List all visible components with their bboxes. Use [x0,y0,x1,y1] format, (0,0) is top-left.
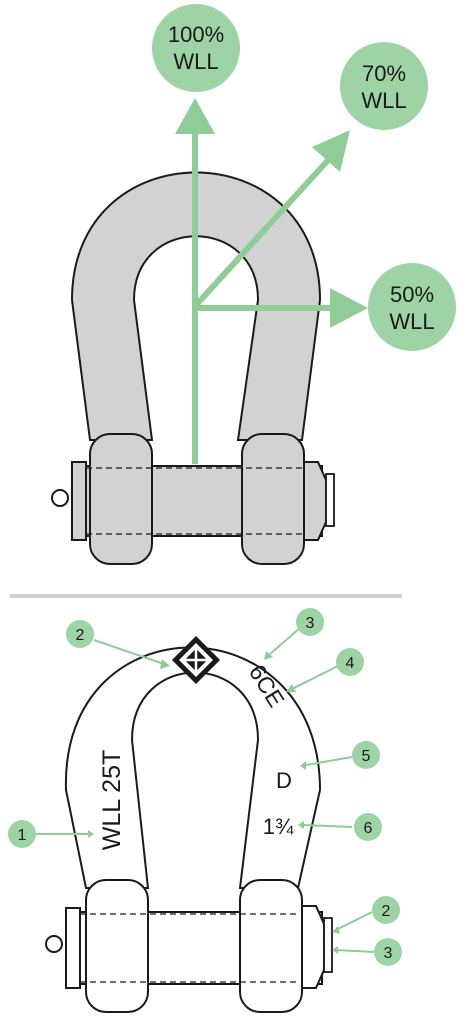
bottom-shackle-pin-head [65,907,81,989]
marking-size: 1¾ [263,814,294,839]
svg-text:3: 3 [384,945,393,962]
bottom-shackle-right-eye [239,879,303,1013]
svg-text:3: 3 [306,615,315,632]
wll-bubble-70: 70% WLL [340,42,428,130]
callout-3: 3 [296,608,324,636]
callout-3-nut: 3 [374,938,402,966]
bottom-shackle-cotter-pin [323,917,333,973]
bottom-shackle-nut [301,905,325,989]
top-shackle-nut [303,461,327,541]
load-arrows [175,98,368,464]
top-shackle-pin-head [71,461,87,541]
marking-wll: WLL 25T [98,750,126,851]
callout-2: 2 [66,620,94,648]
wll-70-percent: 70% [362,61,406,86]
svg-text:1: 1 [18,827,27,844]
top-shackle [51,171,335,565]
wll-100-label: WLL [173,49,218,74]
svg-text:2: 2 [76,627,85,644]
bottom-shackle-bow [64,646,322,889]
callout-leaders [36,627,375,953]
top-shackle-right-eye [241,433,305,565]
wll-50-percent: 50% [390,282,434,307]
top-shackle-left-eye [89,433,153,565]
manufacturer-logo-icon [171,635,221,685]
bottom-shackle-lug-ring [45,935,63,953]
wll-bubble-100: 100% WLL [152,4,240,92]
callout-6: 6 [354,813,382,841]
callout-arrowheads [88,651,340,954]
svg-text:2: 2 [382,903,391,920]
callout-5: 5 [352,741,380,769]
wll-bubble-50: 50% WLL [368,263,456,351]
top-shackle-cotter-pin [325,473,335,527]
bottom-shackle-left-eye [85,879,149,1013]
bottom-shackle [45,646,333,1013]
marking-grade: D [276,768,292,793]
callout-2-nut: 2 [372,896,400,924]
svg-text:4: 4 [346,655,355,672]
wll-70-label: WLL [361,88,406,113]
top-shackle-lug-ring [51,489,69,507]
wll-50-label: WLL [389,309,434,334]
svg-text:6: 6 [364,820,373,837]
wll-100-percent: 100% [168,22,224,47]
svg-text:5: 5 [362,748,371,765]
callout-1: 1 [8,820,36,848]
callout-4: 4 [336,648,364,676]
